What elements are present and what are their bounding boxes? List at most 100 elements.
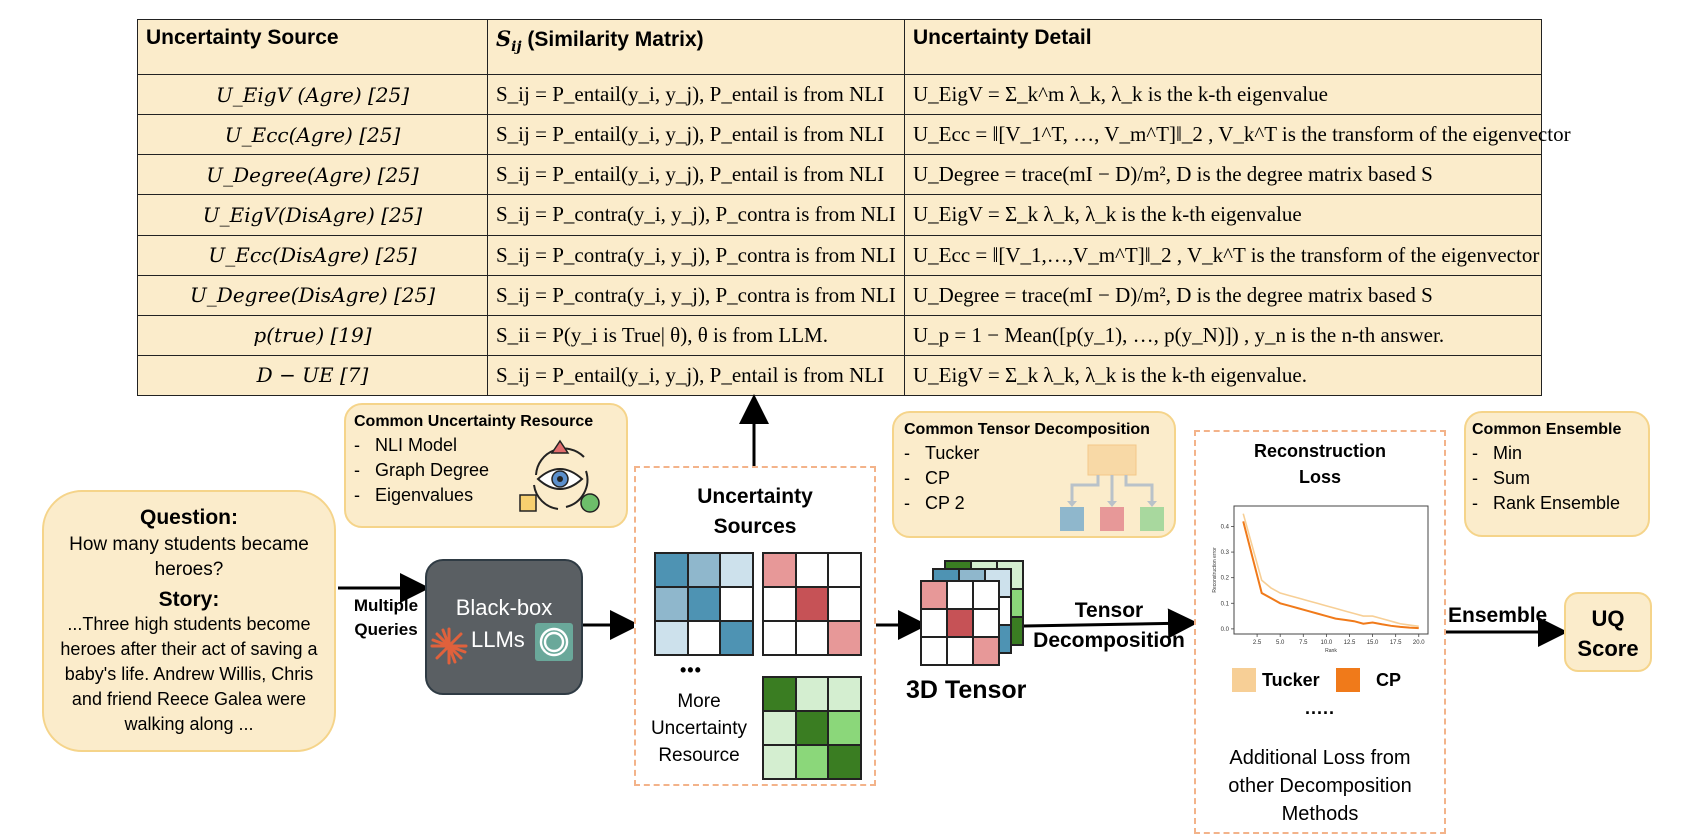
y-tick-label: 0.2 (1221, 576, 1230, 582)
common-tensor-title: Common Tensor Decomposition (904, 421, 1150, 438)
ensemble-label: Ensemble (1448, 604, 1548, 627)
list-item: CP (904, 466, 1174, 491)
uncertainty-sources-title: Uncertainty Sources (697, 485, 813, 538)
y-tick-label: 0.1 (1221, 601, 1230, 607)
list-item: Min (1472, 441, 1648, 466)
list-item: Eigenvalues (354, 483, 626, 508)
similarity-cell: S_ij = P_entail(y_i, y_j), P_entail is f… (487, 154, 905, 196)
y-tick-label: 0.0 (1221, 627, 1230, 633)
reconstruction-loss-box: Reconstruction Loss 2.5 5.0 7.5 10.0 12.5 15.… (1194, 430, 1446, 834)
legend-cp-swatch (1336, 668, 1360, 692)
x-tick-label: 20.0 (1413, 640, 1425, 646)
header-uncertainty-detail: Uncertainty Detail (904, 19, 1542, 75)
list-item: Graph Degree (354, 458, 626, 483)
x-axis-label: Rank (1325, 648, 1337, 654)
common-ensemble-box: Common Ensemble Min Sum Rank Ensemble (1464, 411, 1650, 537)
y-tick-label: 0.3 (1221, 550, 1230, 556)
3d-tensor-stack (920, 560, 1030, 670)
legend-cp-label: CP (1376, 670, 1402, 690)
similarity-cell: S_ij = P_entail(y_i, y_j), P_entail is f… (487, 114, 905, 156)
blue-matrix (654, 552, 754, 656)
header-similarity-symbol: Sij (496, 26, 522, 56)
reconstruction-loss-title: Reconstruction Loss (1253, 441, 1386, 487)
source-cell: U_EigV(DisAgre) [25] (137, 194, 488, 236)
detail-cell: U_p = 1 − Mean([p(y_1), …, p(y_N)]) , y_… (904, 314, 1542, 356)
detail-cell: U_EigV = Σ_k^m λ_k, λ_k is the k-th eige… (904, 73, 1542, 116)
uq-score-line1: UQ (1591, 606, 1625, 631)
source-cell: p(true) [19] (137, 314, 488, 356)
similarity-cell: S_ij = P_contra(y_i, y_j), P_contra is f… (487, 274, 905, 316)
y-axis-label: Reconstruction error (1212, 547, 1218, 593)
question-story-box: Question: How many students became heroe… (42, 490, 336, 752)
common-tensor-list: Tucker CP CP 2 (904, 441, 1174, 516)
red-matrix (762, 552, 862, 656)
eye-cycle-icon (519, 439, 600, 513)
x-tick-label: 2.5 (1253, 640, 1262, 646)
list-item: CP 2 (904, 491, 1174, 516)
additional-loss-text: Additional Loss from other Decomposition… (1228, 747, 1412, 825)
anthropic-burst-icon (430, 627, 468, 665)
tensor-decomposition-label: Tensor Decomposition (1033, 599, 1185, 652)
common-tensor-decomposition-box: Common Tensor Decomposition Tucker CP CP… (892, 411, 1176, 538)
list-item: Tucker (904, 441, 1174, 466)
story-label: Story: (158, 588, 220, 611)
uq-score-box: UQ Score (1564, 592, 1652, 672)
chart-frame (1233, 505, 1429, 635)
multiple-queries-label: Multiple Queries (353, 596, 419, 639)
legend-tucker-label: Tucker (1262, 670, 1320, 690)
green-matrix (762, 676, 862, 780)
arrow-tensor-to-loss (1023, 608, 1198, 639)
x-tick-label: 15.0 (1367, 640, 1379, 646)
detail-cell: U_EigV = Σ_k λ_k, λ_k is the k-th eigenv… (904, 354, 1542, 397)
similarity-cell: S_ij = P_entail(y_i, y_j), P_entail is f… (487, 354, 905, 397)
openai-icon (535, 623, 573, 661)
decomposition-tree-icon (1060, 444, 1164, 531)
x-tick-label: 5.0 (1276, 640, 1285, 646)
table-row: U_EigV (Agre) [25]S_ij = P_entail(y_i, y… (137, 73, 1542, 116)
uncertainty-table: Uncertainty Source Sij (Similarity Matri… (137, 19, 1571, 397)
y-tick-label: 0.4 (1221, 524, 1230, 530)
list-item: Sum (1472, 466, 1648, 491)
story-text: ...Three high students become heroes aft… (60, 614, 318, 734)
common-uncertainty-list: NLI Model Graph Degree Eigenvalues (354, 433, 626, 508)
x-tick-label: 7.5 (1299, 640, 1308, 646)
table-header-row: Uncertainty Source Sij (Similarity Matri… (137, 19, 1542, 75)
ellipsis-dots: ••• (680, 660, 702, 680)
series-line-tucker (1242, 513, 1419, 628)
llm-line2: LLMs (471, 627, 525, 652)
x-tick-label: 17.5 (1390, 640, 1402, 646)
table-row: U_EigV(DisAgre) [25]S_ij = P_contra(y_i,… (137, 194, 1542, 236)
table-row: U_Degree(Agre) [25]S_ij = P_entail(y_i, … (137, 154, 1542, 196)
detail-cell: U_Degree = trace(mI − D)/m², D is the de… (904, 154, 1542, 196)
x-tick-label: 12.5 (1344, 640, 1356, 646)
table-row: D − UE [7]S_ij = P_entail(y_i, y_j), P_e… (137, 354, 1542, 397)
list-item: NLI Model (354, 433, 626, 458)
llm-line1: Black-box (455, 595, 553, 620)
question-text: How many students became heroes? (69, 534, 309, 580)
uq-score-line2: Score (1577, 636, 1639, 661)
common-ensemble-list: Min Sum Rank Ensemble (1472, 441, 1648, 516)
detail-cell: U_Ecc = ‖[V_1,…,V_m^T]‖_2 , V_k^T is the… (904, 234, 1542, 276)
source-cell: U_Degree(Agre) [25] (137, 154, 488, 196)
question-label: Question: (140, 506, 238, 529)
source-cell: U_EigV (Agre) [25] (137, 73, 488, 116)
similarity-cell: S_ij = P_entail(y_i, y_j), P_entail is f… (487, 73, 905, 116)
header-similarity-matrix: Sij (Similarity Matrix) (487, 19, 905, 75)
common-uncertainty-title: Common Uncertainty Resource (354, 413, 594, 430)
header-uncertainty-source: Uncertainty Source (137, 19, 488, 75)
common-ensemble-title: Common Ensemble (1472, 421, 1622, 438)
more-uncertainty-text: More Uncertainty Resource (650, 691, 748, 766)
uncertainty-sources-box: Uncertainty Sources ••• More Uncertainty… (634, 466, 876, 786)
table-row: U_Ecc(Agre) [25]S_ij = P_entail(y_i, y_j… (137, 114, 1571, 156)
3d-tensor-label: 3D Tensor (906, 676, 1027, 704)
list-item: Rank Ensemble (1472, 491, 1648, 516)
similarity-cell: S_ij = P_contra(y_i, y_j), P_contra is f… (487, 194, 905, 236)
black-box-llm: Black-box LLMs (425, 559, 583, 695)
common-uncertainty-resource-box: Common Uncertainty Resource NLI Model Gr… (344, 403, 628, 528)
series-line-cp (1242, 521, 1419, 630)
x-tick-label: 10.0 (1321, 640, 1333, 646)
reconstruction-loss-chart: 2.5 5.0 7.5 10.0 12.5 15.0 17.5 20.0 0.0 0.1 0.2 0.… (1212, 505, 1429, 654)
legend-tucker-swatch (1232, 668, 1256, 692)
table-row: p(true) [19]S_ii = P(y_i is True| θ), θ … (137, 314, 1542, 356)
